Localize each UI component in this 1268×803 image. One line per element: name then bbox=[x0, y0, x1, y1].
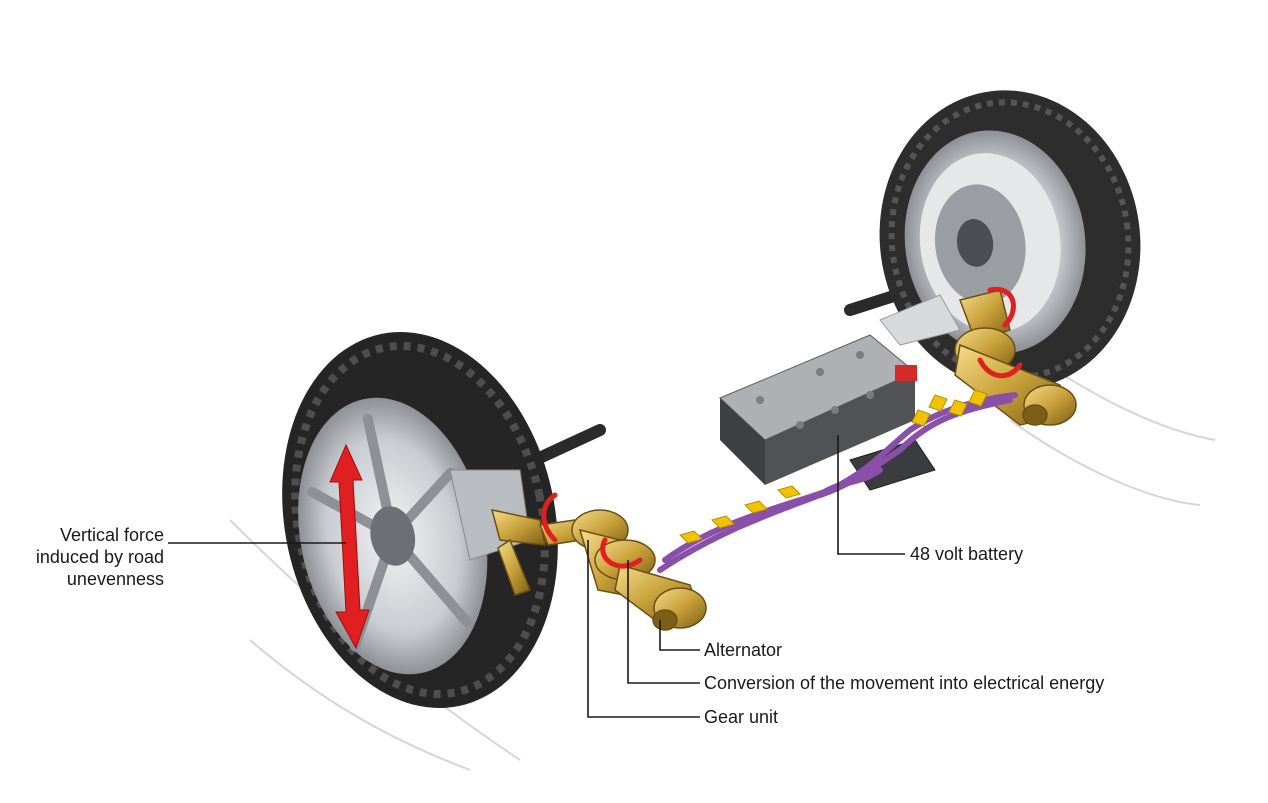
leader-battery bbox=[837, 435, 905, 555]
force-arrow bbox=[329, 443, 370, 650]
leader-conversion bbox=[627, 560, 700, 684]
right-wheel bbox=[879, 90, 1141, 390]
label-gear-unit: Gear unit bbox=[704, 707, 779, 727]
label-battery: 48 volt battery bbox=[910, 544, 1024, 564]
right-knuckle bbox=[879, 294, 961, 346]
leader-gear-unit bbox=[587, 540, 700, 718]
rotation-arrow-icon bbox=[600, 537, 643, 569]
rotation-arrow-icon bbox=[987, 286, 1016, 328]
chevron-right-icon bbox=[911, 409, 931, 427]
label-alternator: Alternator bbox=[704, 640, 783, 660]
rotation-arrows bbox=[541, 286, 1023, 569]
label-vertical-force-line-3: unevenness bbox=[66, 569, 164, 589]
leader-alternator bbox=[659, 620, 700, 651]
energy-flow-arrows bbox=[679, 389, 988, 544]
chevron-right-icon bbox=[777, 485, 801, 499]
label-vertical-force: Vertical force induced by road unevennes… bbox=[18, 524, 164, 590]
battery-48v bbox=[719, 334, 936, 491]
rotation-arrow-icon bbox=[977, 357, 1023, 379]
chevron-right-icon bbox=[711, 515, 735, 529]
chevron-right-icon bbox=[679, 530, 703, 544]
label-conversion: Conversion of the movement into electric… bbox=[704, 673, 1105, 693]
label-vertical-force-line-1: Vertical force bbox=[59, 525, 164, 545]
leader-lines bbox=[168, 435, 905, 718]
label-vertical-force-line-2: induced by road bbox=[35, 547, 164, 567]
chevron-right-icon bbox=[968, 389, 988, 407]
rotation-arrow-icon bbox=[541, 492, 558, 543]
chevron-right-icon bbox=[744, 500, 768, 514]
chevron-right-icon bbox=[948, 399, 968, 417]
chevron-right-icon bbox=[928, 394, 948, 412]
